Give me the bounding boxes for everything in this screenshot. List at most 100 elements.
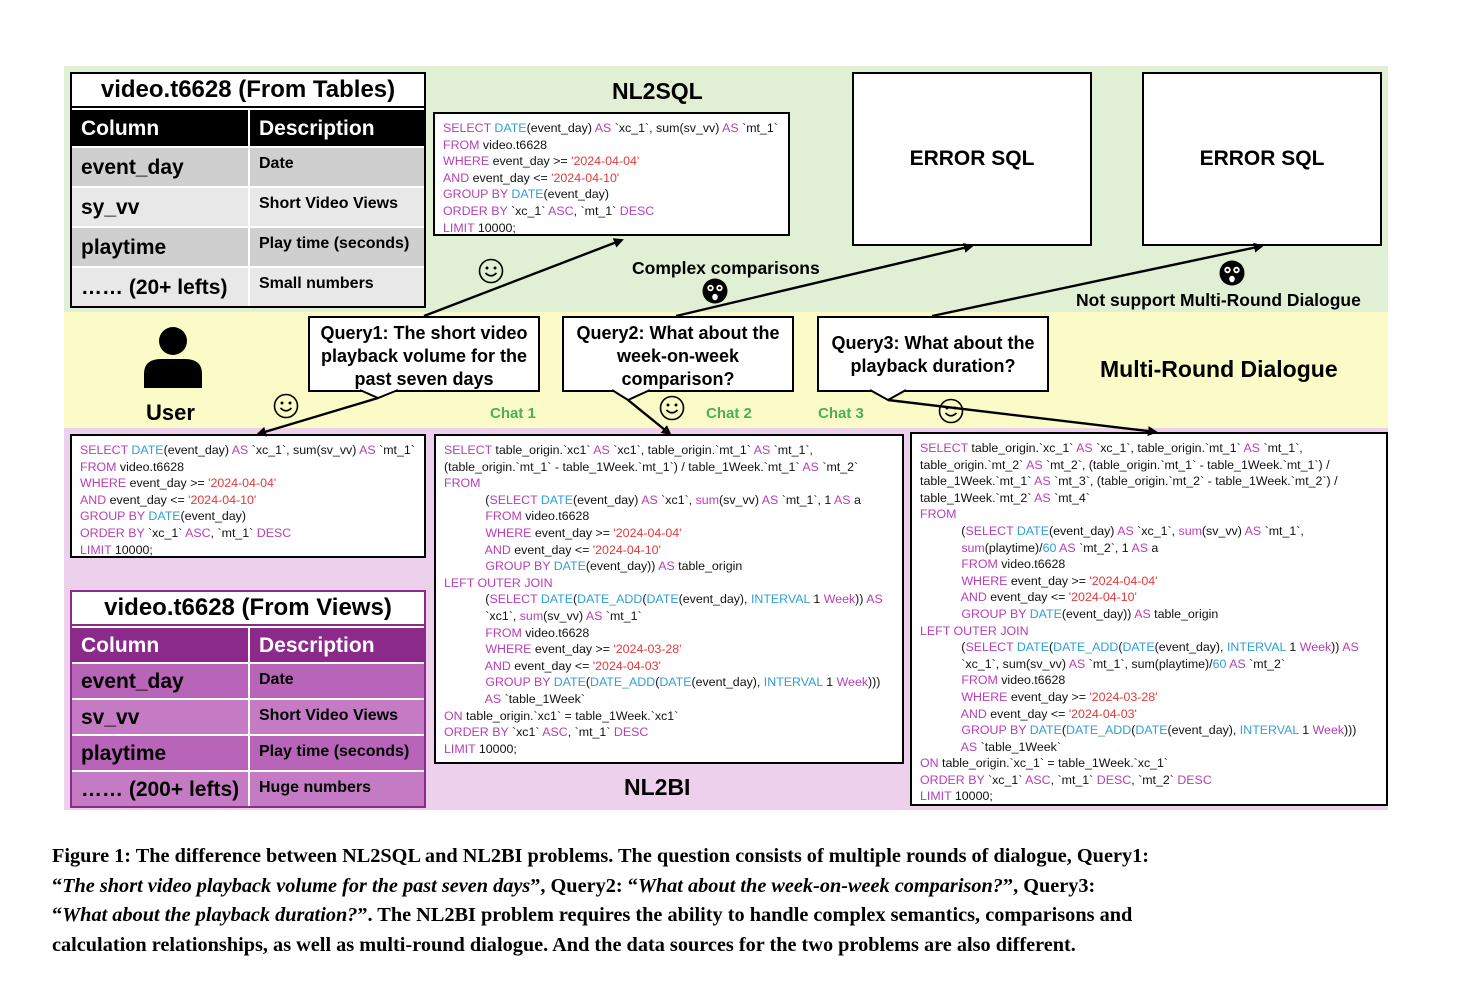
sql-line: WHERE event_day >= '2024-04-04': [443, 154, 640, 169]
sql-line: FROM video.t6628: [485, 625, 590, 640]
sql-line: (SELECT DATE(DATE_ADD(DATE(event_day), I…: [444, 592, 883, 607]
sql-line: LIMIT 10000;: [443, 220, 516, 235]
sql-line: AND event_day <= '2024-04-10': [80, 492, 257, 507]
sql-line: GROUP BY DATE(DATE_ADD(DATE(event_day), …: [485, 675, 881, 690]
chat3-label: Chat 3: [818, 405, 864, 422]
description-cell: Huge numbers: [248, 772, 424, 806]
smiley-face-icon: [938, 398, 964, 424]
column-cell: playtime: [81, 741, 167, 765]
from-views-table: video.t6628 (From Views) Column Descript…: [70, 590, 426, 808]
not-support-multi-round-label: Not support Multi-Round Dialogue: [1076, 290, 1361, 310]
description-header: Description: [248, 110, 424, 146]
sql-line: FROM video.t6628: [443, 137, 547, 152]
sql-line: LIMIT 10000;: [80, 542, 153, 557]
column-cell: …… (20+ lefts): [81, 275, 228, 299]
sql-line: ON table_origin.`xc1` = table_1Week.`xc1…: [444, 708, 679, 723]
sql-line: AND event_day <= '2024-04-03': [484, 658, 661, 673]
query1-tail: [359, 389, 399, 400]
sql-line: AND event_day <= '2024-04-10': [960, 590, 1137, 605]
table-row: playtime Play time (seconds): [72, 734, 424, 770]
arrow-query3-to-error: [931, 242, 1264, 318]
sql-line: GROUP BY DATE(DATE_ADD(DATE(event_day), …: [961, 723, 1357, 738]
sql-line: ORDER BY `xc_1` ASC, `mt_1` DESC: [443, 203, 655, 218]
sql-line: LEFT OUTER JOIN: [920, 623, 1029, 638]
table-header-row: Column Description: [72, 626, 424, 662]
sql-line: FROM: [920, 507, 957, 522]
sql-line: ORDER BY `xc_1` ASC, `mt_1` DESC, `mt_2`…: [920, 772, 1212, 787]
sql-line: ORDER BY `xc1` ASC, `mt_1` DESC: [444, 725, 649, 740]
shocked-face-icon: [702, 278, 728, 304]
table-row: event_day Date: [72, 146, 424, 186]
table-row: sy_vv Short Video Views: [72, 186, 424, 226]
arrow-query3-to-bi: [887, 398, 1158, 437]
table-row: …… (200+ lefts) Huge numbers: [72, 770, 424, 806]
sql-line: LIMIT 10000;: [444, 741, 517, 756]
nl2sql-label: NL2SQL: [612, 78, 703, 104]
description-cell: Play time (seconds): [248, 228, 424, 266]
sql-line: WHERE event_day >= '2024-04-04': [485, 525, 682, 540]
sql-line: sum(playtime)/60 AS `mt_2`, 1 AS a: [961, 540, 1159, 555]
column-cell: sv_vv: [81, 705, 140, 729]
caption-line: calculation relationships, as well as mu…: [52, 933, 1076, 956]
nl2bi-query1-sql: SELECT DATE(event_day) AS `xc_1`, sum(sv…: [70, 434, 426, 558]
figure-caption: Figure 1: The difference between NL2SQL …: [52, 842, 1402, 960]
sql-line: SELECT DATE(event_day) AS `xc_1`, sum(sv…: [443, 121, 778, 135]
chat1-label: Chat 1: [490, 405, 536, 422]
query3-bubble: Query3: What about the playback duration…: [817, 316, 1049, 392]
table-row: event_day Date: [72, 662, 424, 698]
description-header: Description: [248, 628, 424, 662]
table-row: sv_vv Short Video Views: [72, 698, 424, 734]
arrow-query1-to-sql: [423, 238, 624, 318]
sql-line: table_1Week.`mt_2` AS `mt_4`: [920, 490, 1090, 505]
sql-line: LIMIT 10000;: [920, 789, 993, 804]
sql-line: table_origin.`mt_2` AS `mt_2`, (table_or…: [920, 457, 1330, 472]
arrow-query2-to-bi: [627, 399, 672, 436]
description-cell: Date: [248, 148, 424, 186]
nl2bi-query3-sql: SELECT table_origin.`xc_1` AS `xc_1`, ta…: [910, 432, 1388, 806]
nl2bi-label: NL2BI: [624, 774, 691, 800]
sql-line: (SELECT DATE(DATE_ADD(DATE(event_day), I…: [920, 640, 1359, 655]
description-cell: Small numbers: [248, 268, 424, 306]
description-cell: Short Video Views: [248, 700, 424, 734]
column-cell: event_day: [81, 669, 184, 693]
nl2sql-query1-sql: SELECT DATE(event_day) AS `xc_1`, sum(sv…: [433, 112, 790, 236]
sql-line: `xc_1`, sum(sv_vv) AS `mt_1`, sum(playti…: [920, 656, 1285, 671]
user-label: User: [146, 400, 195, 425]
sql-line: LEFT OUTER JOIN: [444, 575, 553, 590]
sql-line: SELECT table_origin.`xc1` AS `xc1`, tabl…: [444, 443, 813, 457]
nl2bi-query2-sql: SELECT table_origin.`xc1` AS `xc1`, tabl…: [434, 434, 904, 764]
column-cell: …… (200+ lefts): [81, 777, 240, 801]
query2-tail: [611, 389, 651, 402]
sql-line: FROM video.t6628: [485, 509, 590, 524]
sql-line: (table_origin.`mt_1` - table_1Week.`mt_1…: [444, 459, 859, 474]
description-cell: Play time (seconds): [248, 736, 424, 770]
sql-line: GROUP BY DATE(event_day): [443, 187, 609, 202]
smiley-face-icon: [478, 258, 504, 284]
sql-line: WHERE event_day >= '2024-04-04': [80, 476, 277, 491]
sql-line: SELECT DATE(event_day) AS `xc_1`, sum(sv…: [80, 443, 415, 457]
sql-line: AS `table_1Week`: [960, 739, 1061, 754]
sql-line: FROM video.t6628: [961, 557, 1066, 572]
sql-line: FROM video.t6628: [961, 673, 1066, 688]
sql-line: GROUP BY DATE(event_day)) AS table_origi…: [485, 559, 743, 574]
caption-line: “The short video playback volume for the…: [52, 874, 1096, 897]
sql-line: AND event_day <= '2024-04-10': [443, 170, 620, 185]
sql-line: `xc1`, sum(sv_vv) AS `mt_1`: [444, 608, 642, 623]
person-silhouette-icon: [144, 327, 202, 388]
query3-tail: [869, 389, 907, 402]
sql-line: ORDER BY `xc_1` ASC, `mt_1` DESC: [80, 525, 292, 540]
sql-line: AND event_day <= '2024-04-03': [960, 706, 1137, 721]
description-cell: Short Video Views: [248, 188, 424, 226]
smiley-face-icon: [659, 395, 685, 421]
sql-line: table_1Week.`mt_1` AS `mt_3`, (table_ori…: [920, 474, 1338, 489]
from-views-title: video.t6628 (From Views): [72, 592, 424, 626]
from-tables-table: video.t6628 (From Tables) Column Descrip…: [70, 72, 426, 308]
sql-line: GROUP BY DATE(event_day): [80, 509, 246, 524]
column-cell: event_day: [81, 155, 184, 179]
table-row: playtime Play time (seconds): [72, 226, 424, 266]
from-tables-title: video.t6628 (From Tables): [72, 74, 424, 108]
arrow-query1-to-bi: [256, 396, 379, 437]
shocked-face-icon: [1219, 260, 1245, 286]
multi-round-label: Multi-Round Dialogue: [1100, 356, 1338, 382]
